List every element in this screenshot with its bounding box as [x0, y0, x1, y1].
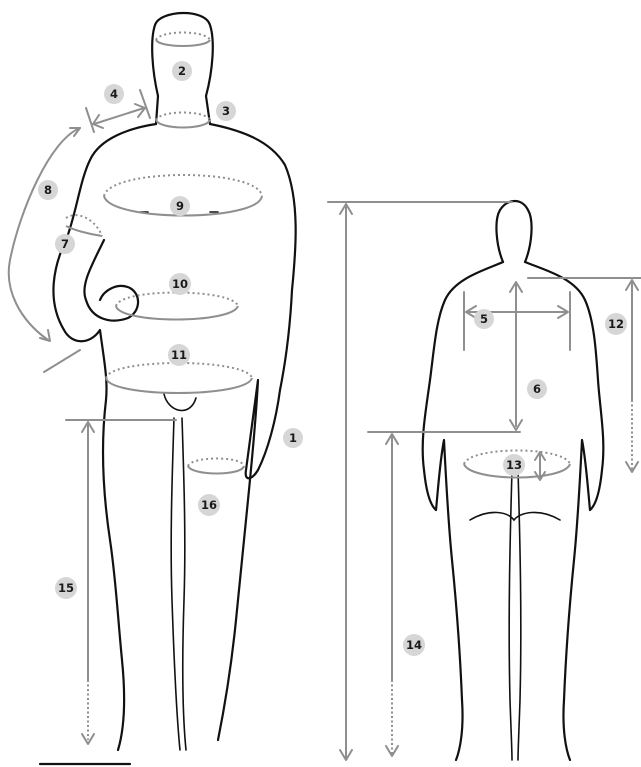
marker-1: 1: [283, 428, 303, 448]
head-girth-back: [156, 33, 210, 41]
svg-text:9: 9: [176, 199, 184, 213]
neck-girth-front: [156, 120, 210, 128]
svg-text:10: 10: [172, 277, 188, 291]
svg-text:8: 8: [44, 183, 52, 197]
svg-text:2: 2: [178, 64, 186, 78]
thigh-girth-back: [188, 459, 244, 467]
front-inner-legs: [171, 418, 186, 750]
marker-2: 2: [172, 61, 192, 81]
svg-text:14: 14: [406, 638, 422, 652]
back-figure: [423, 201, 604, 760]
svg-text:4: 4: [110, 87, 118, 101]
svg-text:11: 11: [171, 348, 187, 362]
neck-girth-back: [156, 113, 210, 121]
marker-6: 6: [527, 379, 547, 399]
front-head: [152, 13, 213, 96]
shoulder-tick-left: [86, 108, 94, 132]
marker-15: 15: [55, 577, 77, 599]
marker-12: 12: [605, 313, 627, 335]
back-body-outline: [423, 262, 604, 760]
marker-13: 13: [503, 454, 525, 476]
marker-7: 7: [55, 234, 75, 254]
marker-14: 14: [403, 634, 425, 656]
head-girth-front: [156, 40, 210, 46]
front-neck: [156, 96, 210, 124]
marker-5: 5: [474, 309, 494, 329]
chest-girth-back: [104, 175, 262, 196]
number-markers: 1 2 3 4 5 6 7 8 9 10 11 12 13 14 15 16: [38, 61, 627, 656]
svg-text:16: 16: [201, 498, 217, 512]
sleeve-tick-bottom: [44, 350, 80, 372]
svg-text:6: 6: [533, 382, 541, 396]
marker-3: 3: [216, 101, 236, 121]
svg-text:5: 5: [480, 312, 488, 326]
marker-4: 4: [104, 84, 124, 104]
svg-text:15: 15: [58, 581, 74, 595]
back-buttocks: [470, 512, 560, 520]
svg-text:13: 13: [506, 458, 522, 472]
marker-16: 16: [198, 494, 220, 516]
svg-text:1: 1: [289, 431, 297, 445]
svg-text:12: 12: [608, 317, 624, 331]
back-head: [496, 201, 531, 262]
front-figure: [53, 13, 295, 750]
marker-8: 8: [38, 180, 58, 200]
back-inner-legs: [509, 470, 521, 760]
svg-text:3: 3: [222, 104, 230, 118]
shoulder-line: [94, 108, 144, 124]
thigh-girth-front: [188, 466, 244, 474]
marker-11: 11: [168, 344, 190, 366]
svg-text:7: 7: [61, 237, 69, 251]
hip-girth-front: [106, 378, 252, 393]
front-bent-arm: [84, 240, 138, 321]
girth-lines: [66, 33, 570, 478]
front-crotch: [164, 394, 196, 410]
marker-10: 10: [169, 273, 191, 295]
marker-9: 9: [170, 196, 190, 216]
